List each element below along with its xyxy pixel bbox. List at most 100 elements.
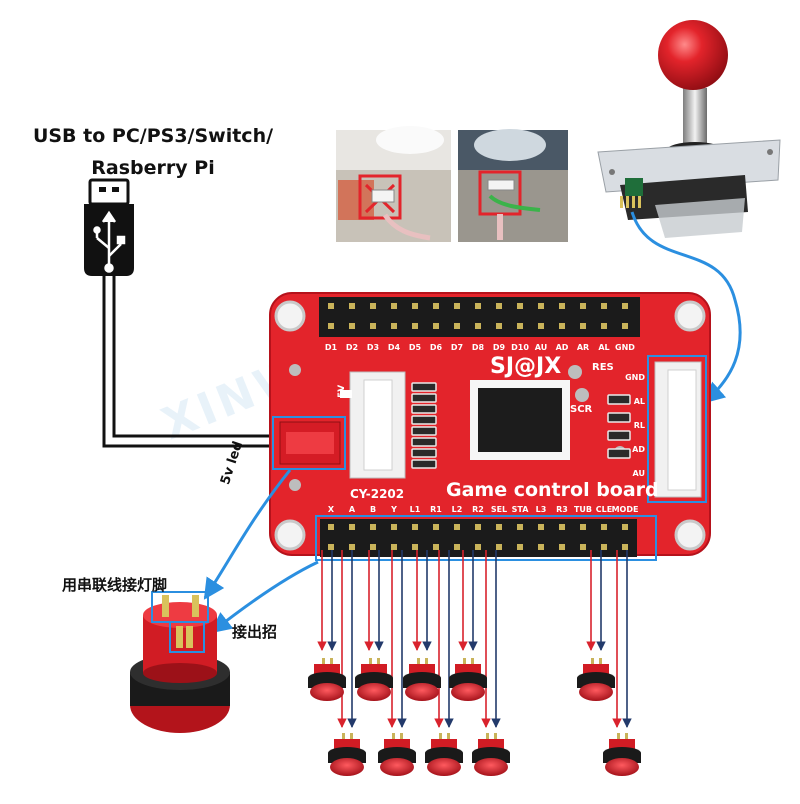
top-pin-label: D6 xyxy=(430,343,443,352)
bottom-pin-label: L3 xyxy=(536,505,547,514)
bottom-pin xyxy=(433,544,439,550)
bottom-pin xyxy=(391,524,397,530)
bottom-pin-label: CLE xyxy=(596,505,612,514)
bottom-pin xyxy=(622,524,628,530)
bottom-pin xyxy=(433,524,439,530)
bottom-pin xyxy=(370,544,376,550)
joystick-pin-label: GND xyxy=(625,373,645,382)
bottom-pin xyxy=(601,544,607,550)
resistor xyxy=(411,393,437,403)
top-pin xyxy=(580,323,586,329)
top-pin-label: AD xyxy=(556,343,569,352)
bottom-pin-label: B xyxy=(370,505,376,514)
usb-connector xyxy=(279,421,341,465)
top-pin-label: D5 xyxy=(409,343,422,352)
joystick-pin-label: AU xyxy=(633,469,645,478)
usb-cable xyxy=(102,276,285,448)
status-led xyxy=(607,430,631,441)
bottom-pin xyxy=(454,524,460,530)
top-pin-label: AU xyxy=(535,343,547,352)
bottom-pin xyxy=(475,544,481,550)
top-pin-label: AL xyxy=(598,343,609,352)
microcontroller-chip xyxy=(470,380,570,460)
bottom-pin-label: SEL xyxy=(491,505,507,514)
bottom-pin-label: R2 xyxy=(472,505,484,514)
joystick-pin-label: AD xyxy=(632,445,645,454)
bottom-pin-label: A xyxy=(349,505,356,514)
bottom-pin xyxy=(622,544,628,550)
scr-label: SCR xyxy=(570,404,593,415)
bottom-pin-label: X xyxy=(328,505,335,514)
joystick-pin-label: RL xyxy=(634,421,645,430)
top-pin xyxy=(328,303,334,309)
top-pin xyxy=(580,303,586,309)
status-led xyxy=(607,448,631,459)
bottom-pin-label: L1 xyxy=(410,505,421,514)
bottom-pin-label: STA xyxy=(512,505,530,514)
bottom-pin-label: R3 xyxy=(556,505,568,514)
top-pin-label: D1 xyxy=(325,343,338,352)
bottom-pin xyxy=(496,544,502,550)
usb-label-line1: USB to PC/PS3/Switch/ xyxy=(32,125,274,147)
small-arcade-button xyxy=(425,733,463,776)
top-pin xyxy=(433,303,439,309)
top-pin xyxy=(328,323,334,329)
small-arcade-button xyxy=(308,658,346,701)
top-pin xyxy=(475,323,481,329)
bottom-pin-label: Y xyxy=(390,505,397,514)
small-arcade-button xyxy=(577,658,615,701)
top-pin xyxy=(601,323,607,329)
resistor xyxy=(411,426,437,436)
top-pin-label: D2 xyxy=(346,343,358,352)
bottom-pin xyxy=(559,544,565,550)
bottom-pin xyxy=(517,524,523,530)
top-pin xyxy=(559,303,565,309)
photo-connector-right xyxy=(458,129,568,242)
status-led-array xyxy=(607,394,631,459)
arcade-button-large xyxy=(130,591,230,733)
top-pin xyxy=(433,323,439,329)
top-pin xyxy=(622,303,628,309)
signal-wire-label: 接出招 xyxy=(232,623,278,641)
bottom-pin xyxy=(517,544,523,550)
bottom-pin-label: R1 xyxy=(430,505,442,514)
top-pin xyxy=(454,323,460,329)
top-pin xyxy=(391,323,397,329)
bottom-pin xyxy=(475,524,481,530)
bottom-pin xyxy=(538,544,544,550)
status-led xyxy=(607,412,631,423)
bottom-pin xyxy=(412,524,418,530)
top-pin xyxy=(601,303,607,309)
top-pin xyxy=(517,323,523,329)
top-pin xyxy=(370,323,376,329)
v-label: 5V xyxy=(337,385,347,398)
top-pin xyxy=(517,303,523,309)
small-arcade-button xyxy=(378,733,416,776)
joystick-wire xyxy=(630,211,742,404)
resistor xyxy=(411,415,437,425)
usb-plug xyxy=(84,178,134,276)
led-connector xyxy=(340,371,406,479)
led-wire xyxy=(203,469,292,600)
serial-wire-label: 用串联线接灯脚 xyxy=(62,576,168,594)
bottom-pin xyxy=(391,544,397,550)
small-arcade-buttons xyxy=(308,658,641,776)
signal-wire xyxy=(210,560,319,634)
top-pin xyxy=(349,323,355,329)
resistor xyxy=(411,437,437,447)
top-pin xyxy=(370,303,376,309)
top-pin xyxy=(412,303,418,309)
button-wires xyxy=(317,550,632,728)
bottom-pin xyxy=(349,544,355,550)
top-pin xyxy=(475,303,481,309)
top-pin-label: GND xyxy=(615,343,635,352)
bottom-pin xyxy=(538,524,544,530)
resistor xyxy=(411,404,437,414)
resistor xyxy=(411,382,437,392)
small-arcade-button xyxy=(449,658,487,701)
status-led xyxy=(607,394,631,405)
bottom-pin xyxy=(328,544,334,550)
board-title: Game control board xyxy=(446,479,659,501)
